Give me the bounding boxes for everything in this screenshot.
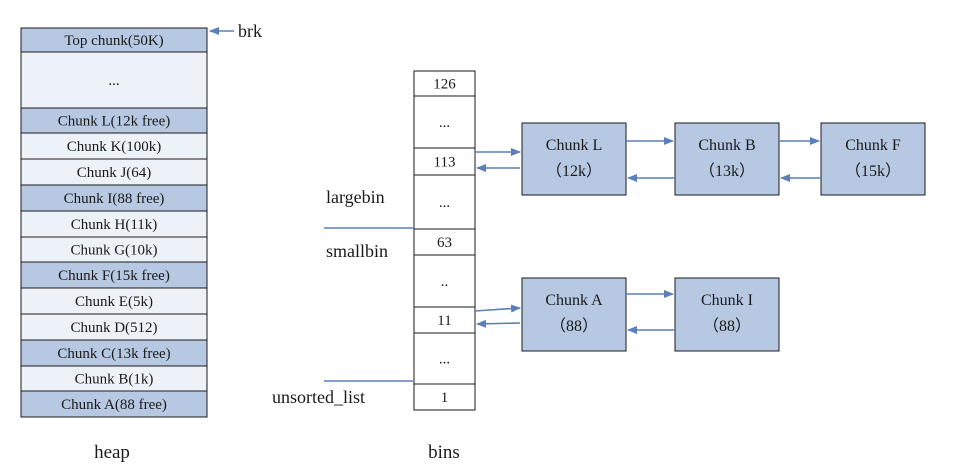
- chunk-node-name: Chunk B: [698, 137, 755, 154]
- heap-cell-label: Chunk F(15k free): [58, 268, 170, 284]
- chunk-node: [521, 277, 627, 352]
- bin-cell-label: 1: [441, 390, 449, 406]
- chunk-node-size: （88）: [703, 317, 751, 335]
- bin-cell: [413, 383, 476, 411]
- bin-cell: [413, 332, 476, 385]
- bin-cell-label: ...: [439, 195, 450, 211]
- heap-column: Top chunk(50K)... Chunk L(12k free) Chunk …: [20, 27, 208, 418]
- chunk-node: [674, 277, 780, 352]
- heap-cell-label: Chunk J(64): [77, 165, 152, 181]
- heap-cell: [20, 390, 208, 418]
- bin-cell-label: ...: [439, 352, 450, 368]
- heap-cell: [20, 27, 208, 53]
- bin-cell-label: ..: [441, 274, 449, 290]
- chunk-node: [521, 122, 627, 196]
- chunk-node-name: Chunk F: [845, 137, 901, 154]
- heap-cell: [20, 184, 208, 212]
- chunk-node-name: Chunk L: [546, 137, 602, 154]
- unsorted-list-label: unsorted_list: [272, 387, 365, 407]
- smallbin-chain: Chunk A （88） Chunk I （88）: [474, 277, 780, 352]
- heap-cell-label: Chunk E(5k): [75, 294, 153, 310]
- chunk-node-size: （12k）: [546, 162, 602, 180]
- bin-cell-label: ...: [439, 115, 450, 131]
- heap-cell-label: Chunk A(88 free): [61, 397, 167, 413]
- brk-label: brk: [238, 21, 262, 41]
- bin-cell: [413, 70, 476, 97]
- brk-pointer: brk: [209, 21, 262, 41]
- heap-cell-label: Chunk D(512): [70, 320, 157, 336]
- heap-cell-label: Top chunk(50K): [64, 33, 163, 49]
- heap-cell: [20, 313, 208, 341]
- chunk-node: [674, 122, 780, 196]
- heap-cell: [20, 236, 208, 263]
- heap-caption: heap: [94, 442, 130, 463]
- chunk-node-size: （13k）: [699, 162, 755, 180]
- largebin-label: largebin: [326, 187, 385, 207]
- heap-cell-label: Chunk L(12k free): [58, 114, 170, 130]
- bin-cell-label: 126: [433, 77, 456, 93]
- heap-cell-label: Chunk C(13k free): [57, 346, 170, 362]
- heap-cell-label: Chunk K(100k): [67, 139, 162, 155]
- chunk-node-size: （15k）: [845, 162, 901, 180]
- link-arrow: [474, 304, 521, 313]
- heap-cell-label: Chunk H(11k): [71, 217, 158, 233]
- bin-cell: [413, 228, 476, 256]
- heap-cell-label: Chunk I(88 free): [64, 191, 165, 207]
- chunk-node-name: Chunk I: [701, 292, 753, 309]
- heap-cell: [20, 339, 208, 367]
- heap-cell-label: ...: [108, 73, 119, 89]
- heap-cell: [20, 287, 208, 315]
- smallbin-label: smallbin: [326, 241, 388, 261]
- bins-column: 126... 113... 63.. 11... 1: [413, 70, 476, 411]
- bin-cell: [413, 174, 476, 230]
- bin-cell-label: 11: [437, 313, 451, 329]
- bin-range-labels: largebin smallbin unsorted_list: [272, 187, 414, 407]
- bins-caption: bins: [428, 442, 460, 463]
- heap-cell: [20, 51, 208, 109]
- chunk-node: [820, 122, 926, 196]
- largebin-chain: Chunk L （12k） Chunk B （13k） Chunk F （15k）: [475, 122, 926, 196]
- chunk-node-name: Chunk A: [545, 292, 603, 309]
- bin-cell-label: 63: [437, 235, 452, 251]
- bin-cell-label: 113: [434, 155, 456, 171]
- chunk-node-size: （88）: [550, 317, 598, 335]
- link-arrow: [476, 319, 521, 328]
- heap-cell-label: Chunk G(10k): [70, 243, 157, 259]
- heap-cell: [20, 132, 208, 160]
- heap-cell-label: Chunk B(1k): [75, 372, 154, 388]
